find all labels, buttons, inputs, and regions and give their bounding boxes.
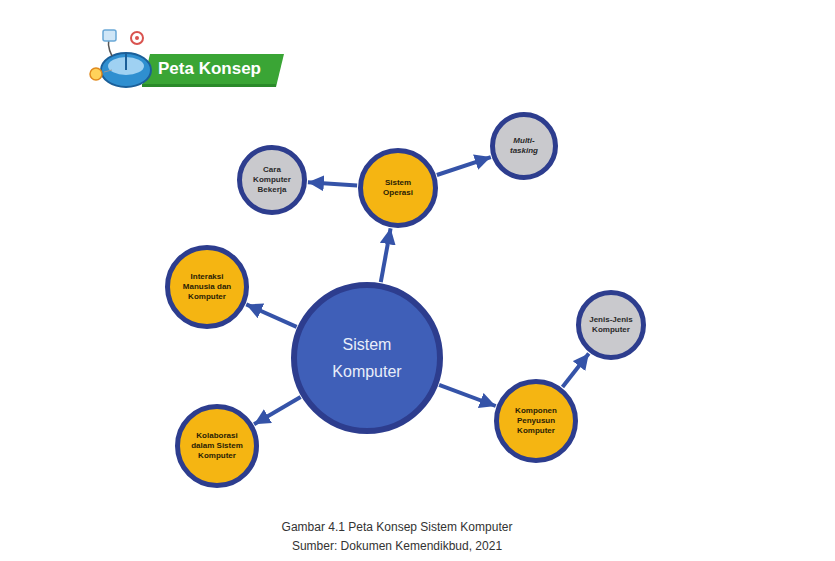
heading-text: Peta Konsep: [158, 59, 261, 79]
topic-circle: Komponen Penyusun Komputer: [494, 379, 578, 463]
screen-icon: [103, 30, 116, 41]
central-circle: Sistem Komputer: [291, 282, 443, 434]
topic-circle: Jenis-Jenis Komputer: [576, 290, 646, 360]
arrow-connector: [563, 353, 589, 387]
bulb-icon: [90, 68, 102, 80]
target-icon: [131, 32, 143, 44]
mouse-icon: [101, 53, 151, 87]
central-label: Sistem Komputer: [322, 331, 412, 385]
banner-shadow: [142, 84, 276, 87]
arrow-connector: [439, 385, 496, 406]
topic-circle: Kolaborasi dalam Sistem Komputer: [175, 404, 259, 488]
target-dot: [135, 36, 139, 40]
topic-circle: Sistem Operasi: [358, 148, 438, 228]
topic-circle: Multi-tasking: [490, 112, 558, 180]
arrow-connector: [308, 182, 357, 185]
topic-label: Interaksi Manusia dan Komputer: [179, 272, 235, 302]
heading-banner: [142, 54, 284, 87]
arrow-connector: [254, 397, 301, 424]
mouse-line: [125, 53, 127, 70]
topic-label: Komponen Penyusun Komputer: [508, 406, 564, 436]
topic-label: Kolaborasi dalam Sistem Komputer: [189, 431, 245, 461]
topic-label: Sistem Operasi: [376, 178, 420, 198]
figure-caption: Gambar 4.1 Peta Konsep Sistem Komputer: [282, 520, 513, 534]
topic-label: Jenis-Jenis Komputer: [588, 315, 634, 335]
source-note: Sumber: Dokumen Kemendikbud, 2021: [292, 539, 502, 553]
topic-circle: Cara Komputer Bekerja: [237, 145, 307, 215]
arrow-connector: [381, 228, 391, 282]
arrow-connector: [246, 304, 296, 326]
topic-circle: Interaksi Manusia dan Komputer: [165, 245, 249, 329]
icon-link: [104, 70, 112, 72]
topic-label: Multi-tasking: [504, 136, 544, 156]
arrow-connector: [437, 157, 491, 175]
topic-label: Cara Komputer Bekerja: [250, 165, 294, 195]
